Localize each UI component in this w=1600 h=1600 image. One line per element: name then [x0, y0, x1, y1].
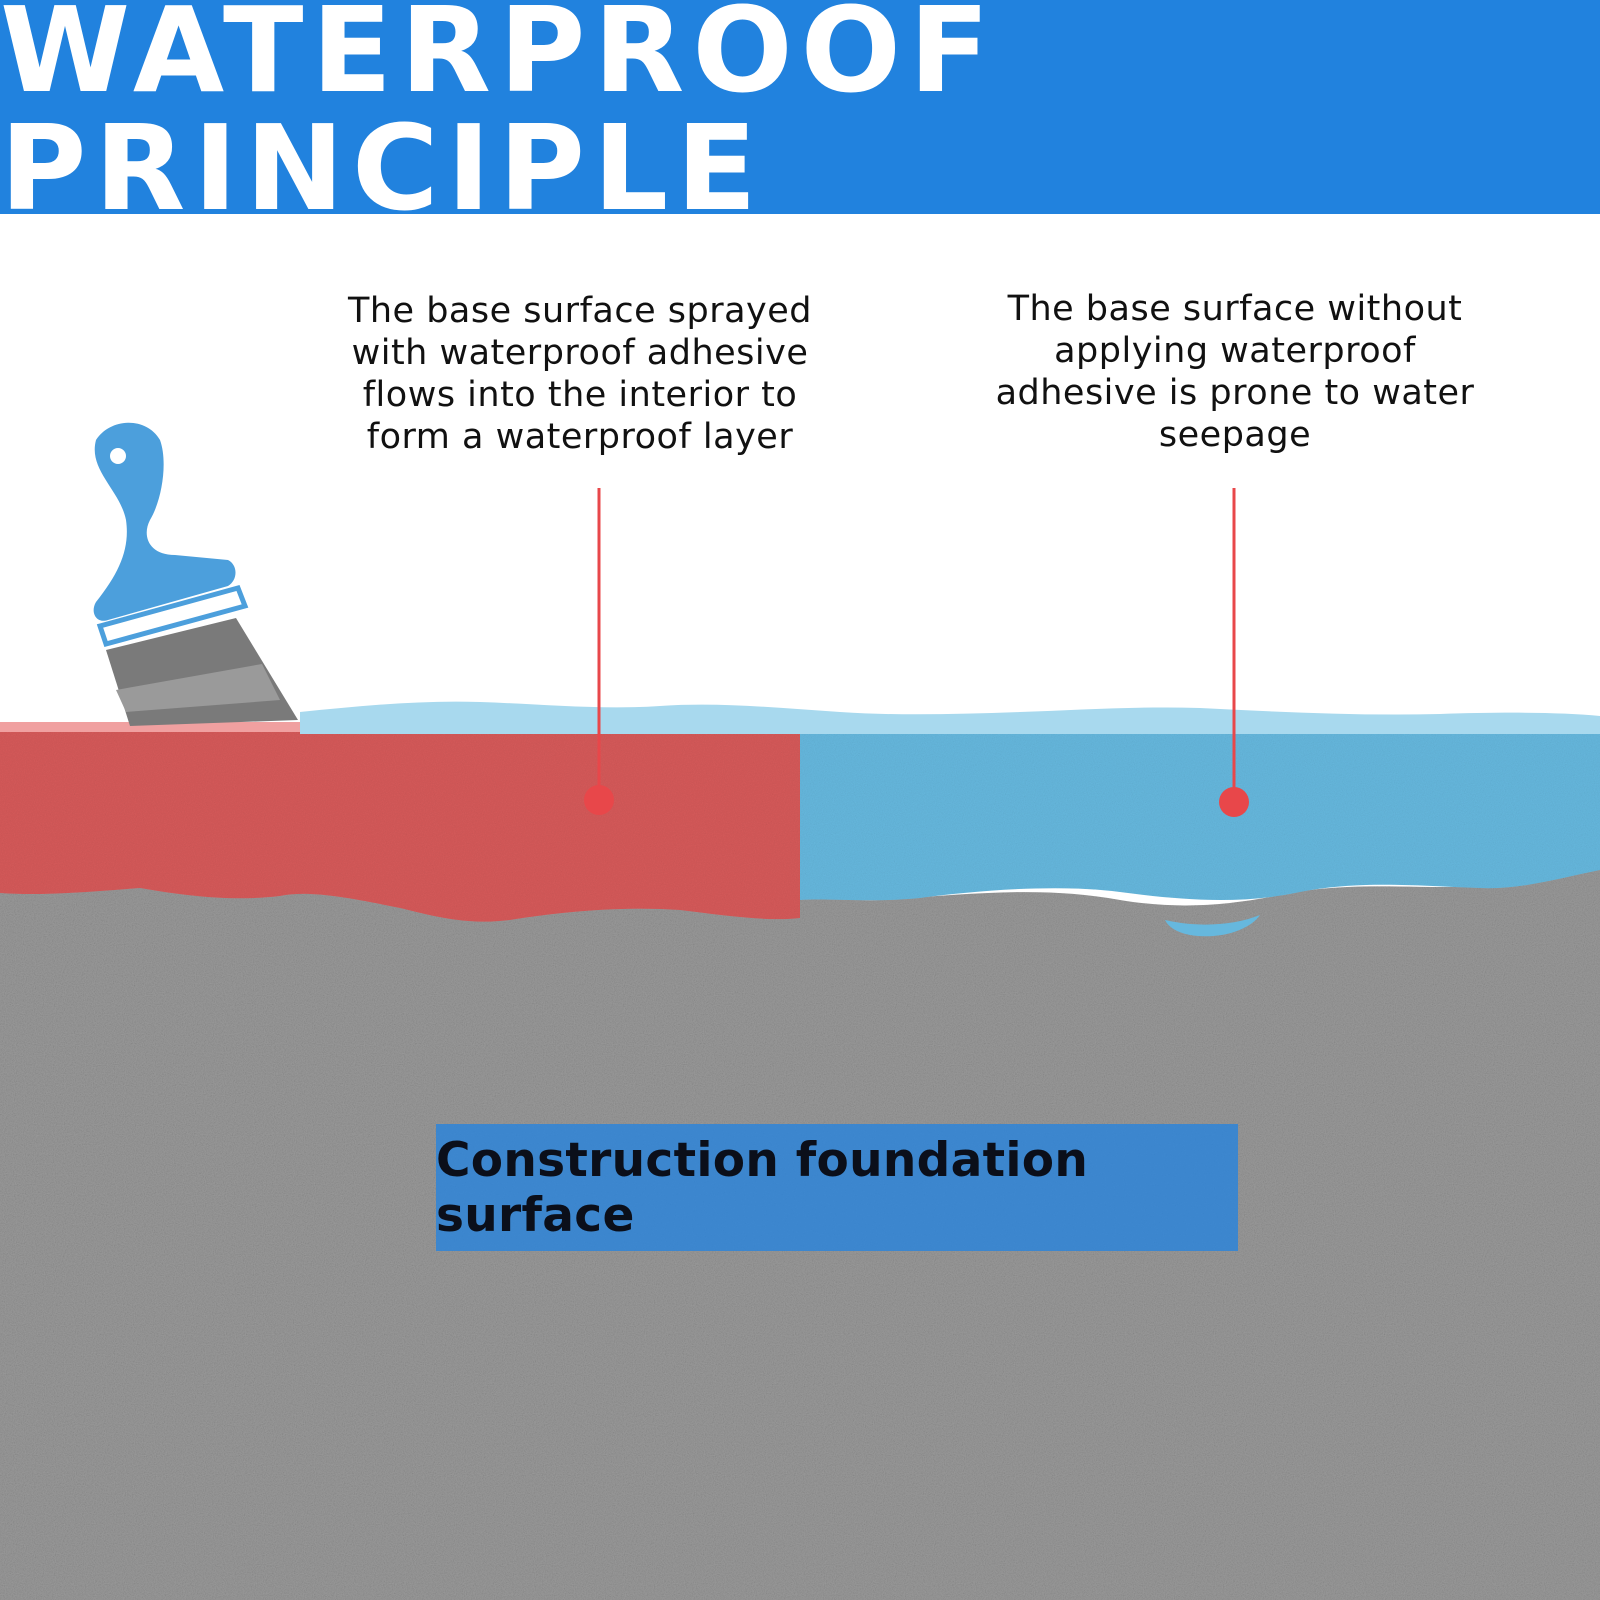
paintbrush-icon	[93, 422, 298, 726]
brush-hang-hole	[110, 448, 126, 464]
uncoated-surface-callout: The base surface without applying waterp…	[995, 289, 1475, 455]
foundation-label: Construction foundation surface	[436, 1132, 1089, 1243]
page-title: WATERPROOF PRINCIPLE	[0, 0, 998, 237]
brush-ferrule	[96, 584, 249, 648]
coated-surface-callout: The base surface sprayed with waterproof…	[347, 291, 812, 457]
right-pointer-dot	[1219, 787, 1249, 817]
brush-handle	[93, 422, 236, 621]
water-pool	[800, 728, 1600, 901]
header-banner: WATERPROOF PRINCIPLE	[0, 0, 1600, 227]
water-surface	[300, 701, 1600, 734]
foundation-label-box: Construction foundation surface	[436, 1124, 1238, 1251]
water-seepage	[1165, 915, 1260, 937]
left-pointer-dot	[584, 785, 614, 815]
